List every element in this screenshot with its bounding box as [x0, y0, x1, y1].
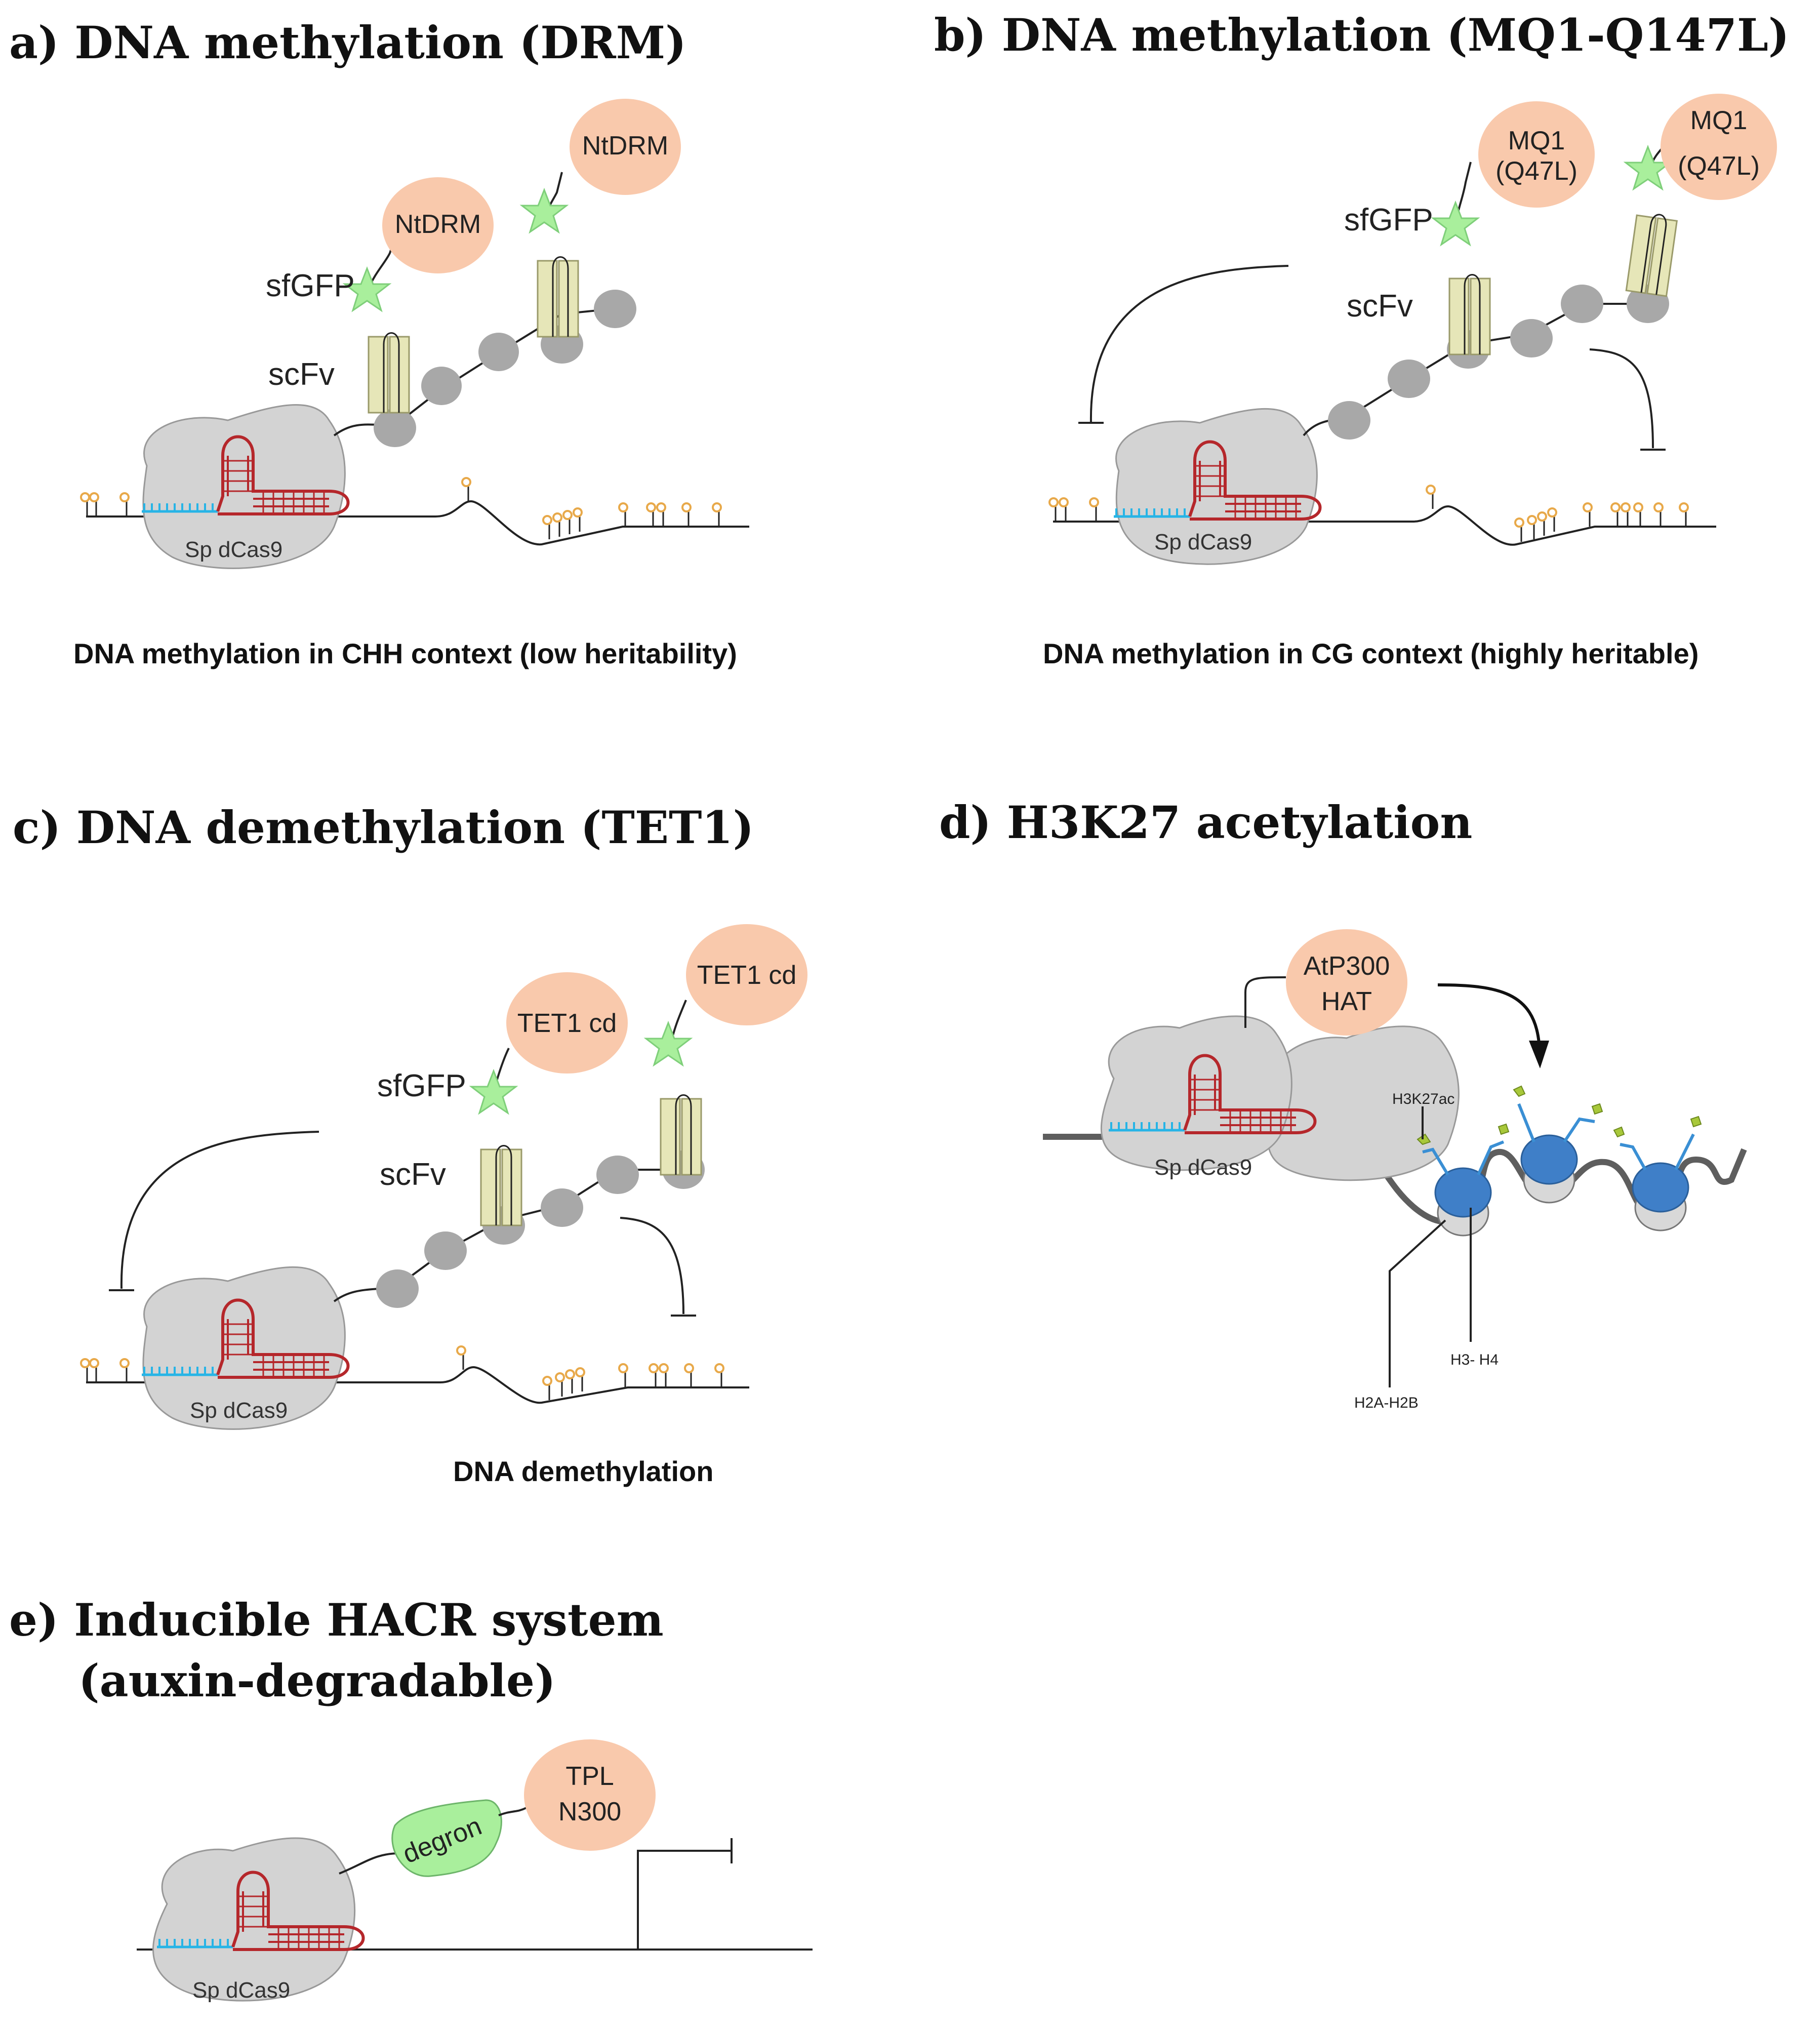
panel-d-effector-line1: AtP300	[1304, 951, 1390, 981]
panel-d-effector	[1286, 929, 1407, 1036]
panel-e-effector	[524, 1739, 656, 1851]
panel-c-heading: c) DNA demethylation (TET1)	[13, 801, 754, 854]
panel-c-cas-label: Sp dCas9	[190, 1398, 288, 1423]
panel-e-dcas9	[152, 1837, 356, 2002]
panel-d-heading: d) H3K27 acetylation	[939, 796, 1472, 849]
panel-a-scfv-2	[537, 256, 579, 338]
panel-c-effector-1	[506, 972, 628, 1073]
panel-d-nucleosome-3	[1632, 1162, 1689, 1231]
panel-c-scfv-label: scFv	[380, 1157, 446, 1192]
panel-d-nucleosome-1	[1434, 1167, 1492, 1237]
panel-a-dcas9	[142, 404, 346, 569]
panel-b-dna	[1053, 505, 1716, 546]
panel-c-sfgfp-2	[645, 1022, 692, 1066]
panel-e-heading-line1: e) Inducible HACR system	[9, 1594, 664, 1646]
panel-e-tether-1	[339, 1852, 400, 1875]
panel-d-acetyl-marks	[1417, 1085, 1702, 1145]
panel-a-cas-label: Sp dCas9	[185, 537, 282, 562]
panel-d-mark-label: H3K27ac	[1392, 1091, 1454, 1107]
panel-e-cas-label: Sp dCas9	[192, 1978, 290, 2003]
panel-a-effector-2	[570, 99, 681, 195]
panel-d-histone-tails	[1422, 1103, 1695, 1176]
panel-b-heading: b) DNA methylation (MQ1-Q147L)	[934, 9, 1790, 61]
panel-c-inhibit-right	[620, 1217, 684, 1315]
panel-b-effector-2	[1661, 94, 1777, 200]
panel-d-dcas9-body	[1100, 1015, 1292, 1171]
panel-d-h3-label: H3- H4	[1450, 1351, 1499, 1368]
panel-a-dna	[86, 500, 749, 546]
panel-c-effector-2	[686, 924, 807, 1025]
panel-c-sfgfp-1	[470, 1070, 517, 1114]
panel-a-heading: a) DNA methylation (DRM)	[9, 16, 686, 69]
panel-d-effector-line2: HAT	[1321, 987, 1372, 1016]
panel-d-cas-label: Sp dCas9	[1154, 1155, 1252, 1180]
panel-b-caption: DNA methylation in CG context (highly he…	[1043, 638, 1698, 669]
panel-a-caption: DNA methylation in CHH context (low heri…	[73, 638, 737, 669]
panel-b-effector-1-line1: MQ1	[1508, 126, 1565, 155]
panel-e-promoter-arrow	[637, 1850, 732, 1950]
panel-d-h2a-label: H2A-H2B	[1354, 1395, 1419, 1411]
panel-c-inhibit-left	[120, 1131, 319, 1289]
panel-b-effector-1	[1478, 101, 1595, 208]
panel-d-arrow	[1437, 983, 1541, 1044]
panel-d-dcas9	[1267, 1025, 1460, 1181]
panel-b-cas-label: Sp dCas9	[1154, 530, 1252, 554]
panel-d-tether	[1244, 976, 1286, 1028]
panel-e-degron	[391, 1799, 502, 1877]
panel-b-inhibit-right	[1589, 348, 1654, 449]
panel-e-effector-line1: TPL	[565, 1762, 614, 1791]
panel-a-sfgfp-2	[521, 189, 568, 233]
panel-a-sfgfp-label: sfGFP	[266, 268, 355, 303]
panel-b: b) DNA methylation (MQ1-Q147L) Sp dCas9	[934, 9, 1790, 669]
panel-e-tether-2	[498, 1807, 527, 1816]
panel-c-dcas9	[142, 1266, 346, 1430]
panel-a-scfv-1	[368, 332, 410, 414]
panel-b-scfv-2	[1625, 211, 1678, 297]
panel-e-effector-line2: N300	[558, 1797, 621, 1826]
panel-b-effector-2-line2: (Q47L)	[1678, 151, 1760, 181]
panel-b-sfgfp-1	[1432, 202, 1479, 246]
panel-c-dna	[86, 1366, 749, 1404]
panel-d-nucleosome-2	[1520, 1134, 1578, 1204]
panel-a-effector-1-label: NtDRM	[395, 210, 481, 239]
panel-c-effector-1-label: TET1 cd	[517, 1009, 617, 1038]
panel-b-effector-1-line2: (Q47L)	[1495, 156, 1578, 186]
panel-d-h2a-leader	[1389, 1219, 1446, 1387]
panel-c-effector-2-label: TET1 cd	[697, 961, 797, 990]
panel-a-effector-1	[382, 177, 494, 273]
panel-a-effector-2-label: NtDRM	[582, 131, 668, 161]
panel-c-sfgfp-label: sfGFP	[377, 1068, 466, 1103]
panel-a: a) DNA methylation (DRM) Sp dCas9	[9, 16, 749, 669]
panel-c: c) DNA demethylation (TET1) Sp dCas9	[13, 801, 807, 1487]
panel-d-arrowhead	[1529, 1041, 1549, 1068]
panel-b-sfgfp-label: sfGFP	[1344, 203, 1433, 237]
panel-a-scfv-label: scFv	[268, 357, 335, 392]
panel-a-suntag-beads	[374, 290, 636, 447]
panel-e-heading-line2: (auxin-degradable)	[78, 1654, 556, 1707]
panel-e: e) Inducible HACR system (auxin-degradab…	[9, 1594, 813, 2003]
panel-c-caption: DNA demethylation	[453, 1455, 713, 1487]
panel-b-scfv-label: scFv	[1347, 289, 1413, 324]
panel-b-inhibit-left	[1089, 265, 1289, 423]
panel-d: d) H3K27 acetylation Sp dCas9 AtP300 HAT	[939, 796, 1747, 1411]
panel-b-effector-2-line1: MQ1	[1690, 106, 1748, 135]
